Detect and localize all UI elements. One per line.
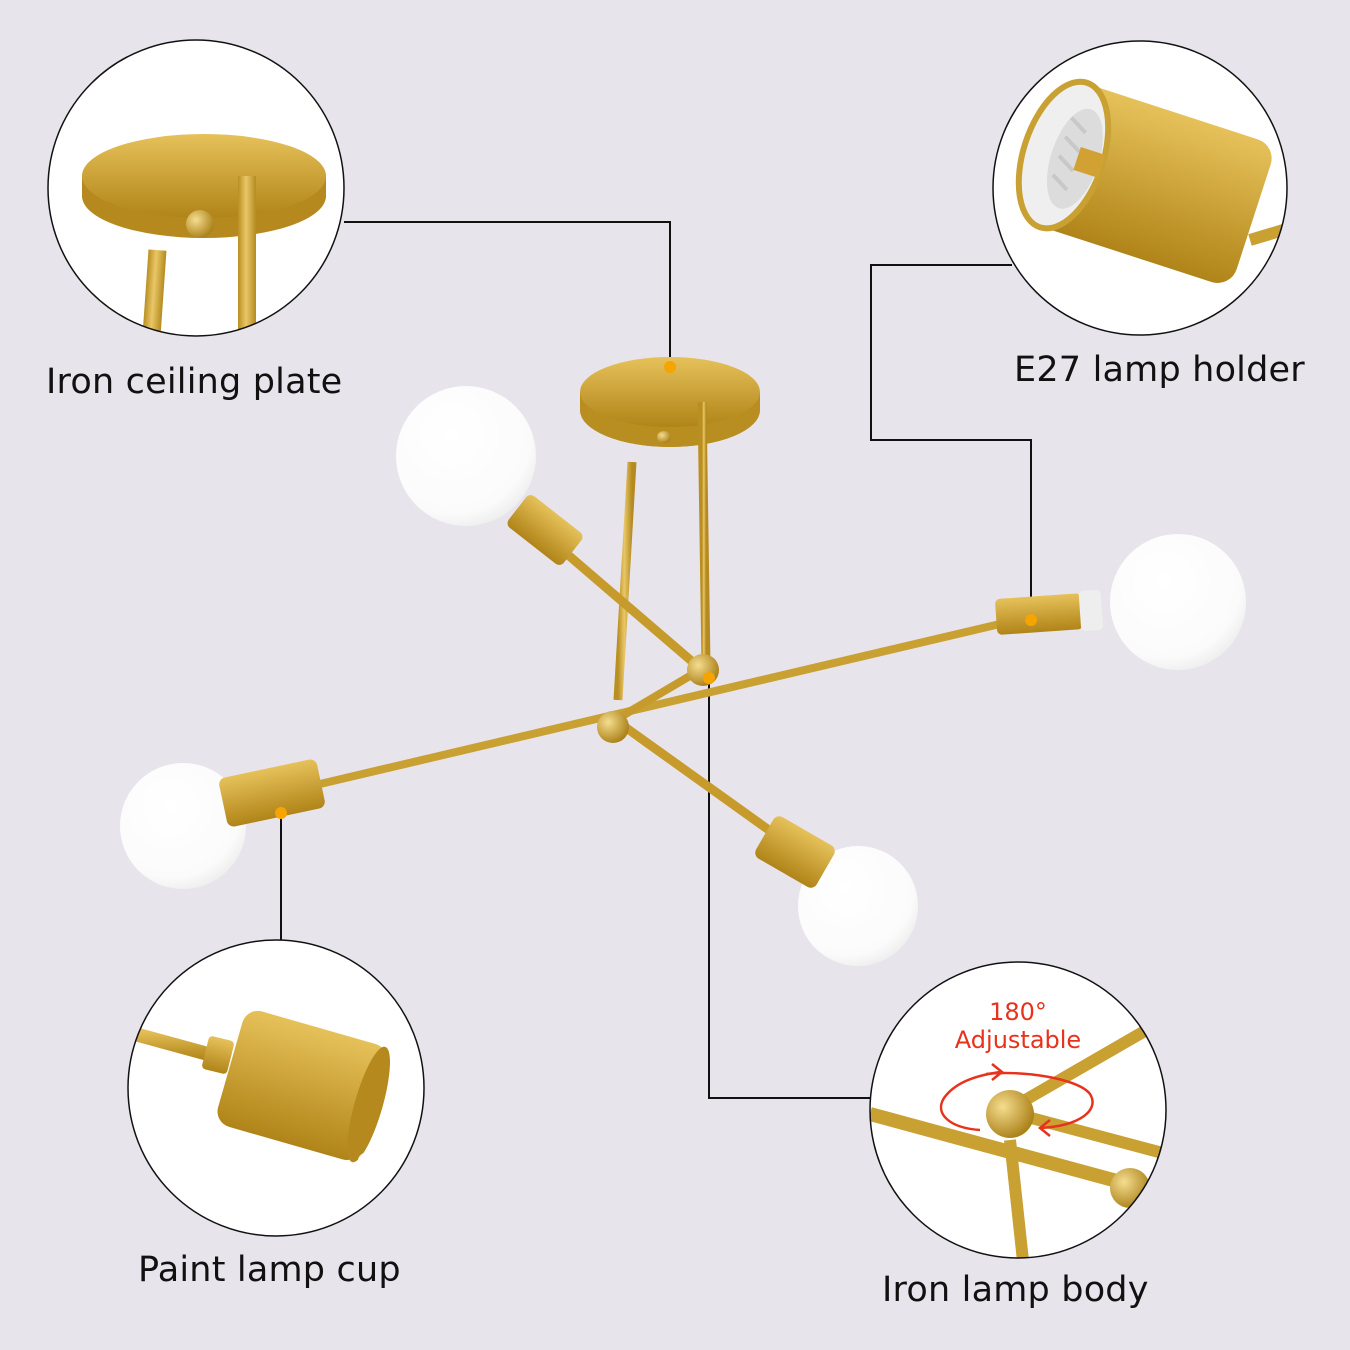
detail-ceiling-plate: [47, 39, 345, 337]
adjust-note-degrees: 180°: [989, 998, 1047, 1026]
adjust-note-text: Adjustable: [955, 1026, 1081, 1054]
leader-line-lamp-holder: [870, 264, 1032, 620]
label-iron-ceiling-plate: Iron ceiling plate: [46, 362, 343, 402]
leader-line-lamp-body: [708, 678, 872, 1099]
leader-lines: [280, 221, 1032, 1099]
chandelier: [120, 357, 1246, 966]
detail-lamp-cup: [127, 939, 425, 1237]
label-e27-lamp-holder: E27 lamp holder: [1014, 350, 1305, 390]
marker-dots: [275, 361, 1037, 819]
label-paint-lamp-cup: Paint lamp cup: [138, 1250, 401, 1290]
rotate-arrow-icon: [939, 1063, 1094, 1137]
label-iron-lamp-body: Iron lamp body: [882, 1270, 1149, 1310]
leader-line-ceiling-plate: [344, 221, 671, 367]
detail-lamp-body: [869, 961, 1167, 1259]
detail-lamp-holder: [992, 40, 1288, 336]
